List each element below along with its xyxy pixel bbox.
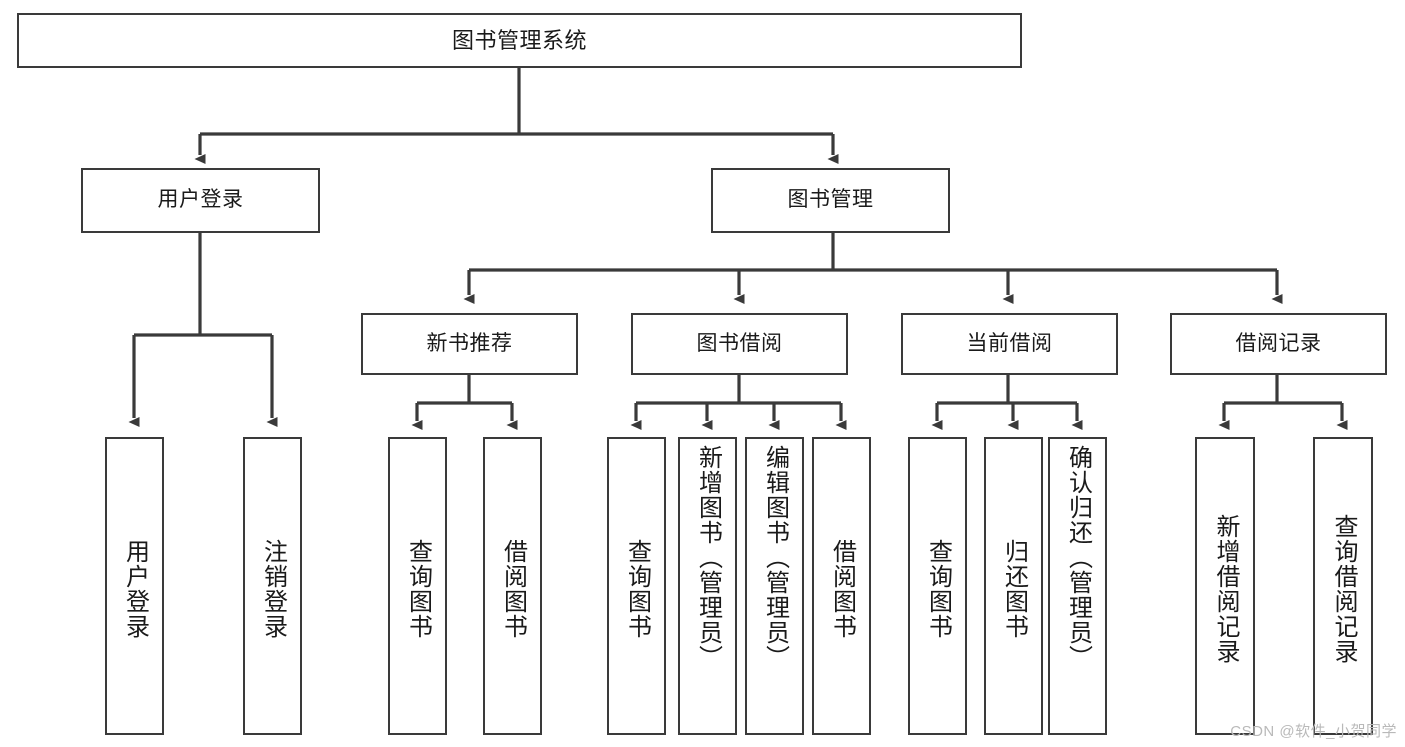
node-borrow-record[interactable]: 借阅记录 [1170,313,1387,375]
leaf-rec-borrow-label: 借阅图书 [499,539,527,639]
leaf-rec-add-label: 新增借阅记录 [1212,514,1239,664]
node-new-book-rec[interactable]: 新书推荐 [361,313,578,375]
node-new-book-rec-label: 新书推荐 [426,331,513,355]
leaf-user-login-label: 用户登录 [121,539,149,639]
leaf-rec-query2[interactable]: 查询借阅记录 [1313,437,1373,735]
node-borrow-record-label: 借阅记录 [1235,331,1322,355]
leaf-user-logout[interactable]: 注销登录 [243,437,302,735]
node-book-manage[interactable]: 图书管理 [711,168,950,233]
node-root-label: 图书管理系统 [451,27,587,53]
node-current-borrow-label: 当前借阅 [966,331,1053,355]
leaf-cur-confirm[interactable]: 确认归还（管理员） [1048,437,1107,735]
leaf-borrow-lend[interactable]: 借阅图书 [812,437,871,735]
leaf-borrow-add[interactable]: 新增图书（管理员） [678,437,737,735]
leaf-rec-query-label: 查询图书 [404,539,432,639]
leaf-borrow-query[interactable]: 查询图书 [607,437,666,735]
leaf-borrow-edit-label: 编辑图书（管理员） [761,445,789,670]
leaf-rec-query2-label: 查询借阅记录 [1330,514,1357,664]
leaf-rec-add[interactable]: 新增借阅记录 [1195,437,1255,735]
leaf-borrow-lend-label: 借阅图书 [828,539,856,639]
leaf-borrow-query-label: 查询图书 [623,539,651,639]
node-user-login[interactable]: 用户登录 [81,168,320,233]
node-user-login-label: 用户登录 [157,188,244,212]
node-book-manage-label: 图书管理 [787,188,874,212]
node-book-borrow[interactable]: 图书借阅 [631,313,848,375]
leaf-cur-return[interactable]: 归还图书 [984,437,1043,735]
leaf-user-logout-label: 注销登录 [259,539,287,639]
leaf-cur-confirm-label: 确认归还（管理员） [1064,445,1092,670]
leaf-borrow-edit[interactable]: 编辑图书（管理员） [745,437,804,735]
leaf-borrow-add-label: 新增图书（管理员） [694,445,722,670]
node-book-borrow-label: 图书借阅 [696,331,783,355]
leaf-cur-return-label: 归还图书 [1000,539,1028,639]
leaf-rec-borrow[interactable]: 借阅图书 [483,437,542,735]
leaf-rec-query[interactable]: 查询图书 [388,437,447,735]
node-current-borrow[interactable]: 当前借阅 [901,313,1118,375]
node-root[interactable]: 图书管理系统 [17,13,1022,68]
leaf-cur-query[interactable]: 查询图书 [908,437,967,735]
leaf-cur-query-label: 查询图书 [924,539,952,639]
leaf-user-login[interactable]: 用户登录 [105,437,164,735]
